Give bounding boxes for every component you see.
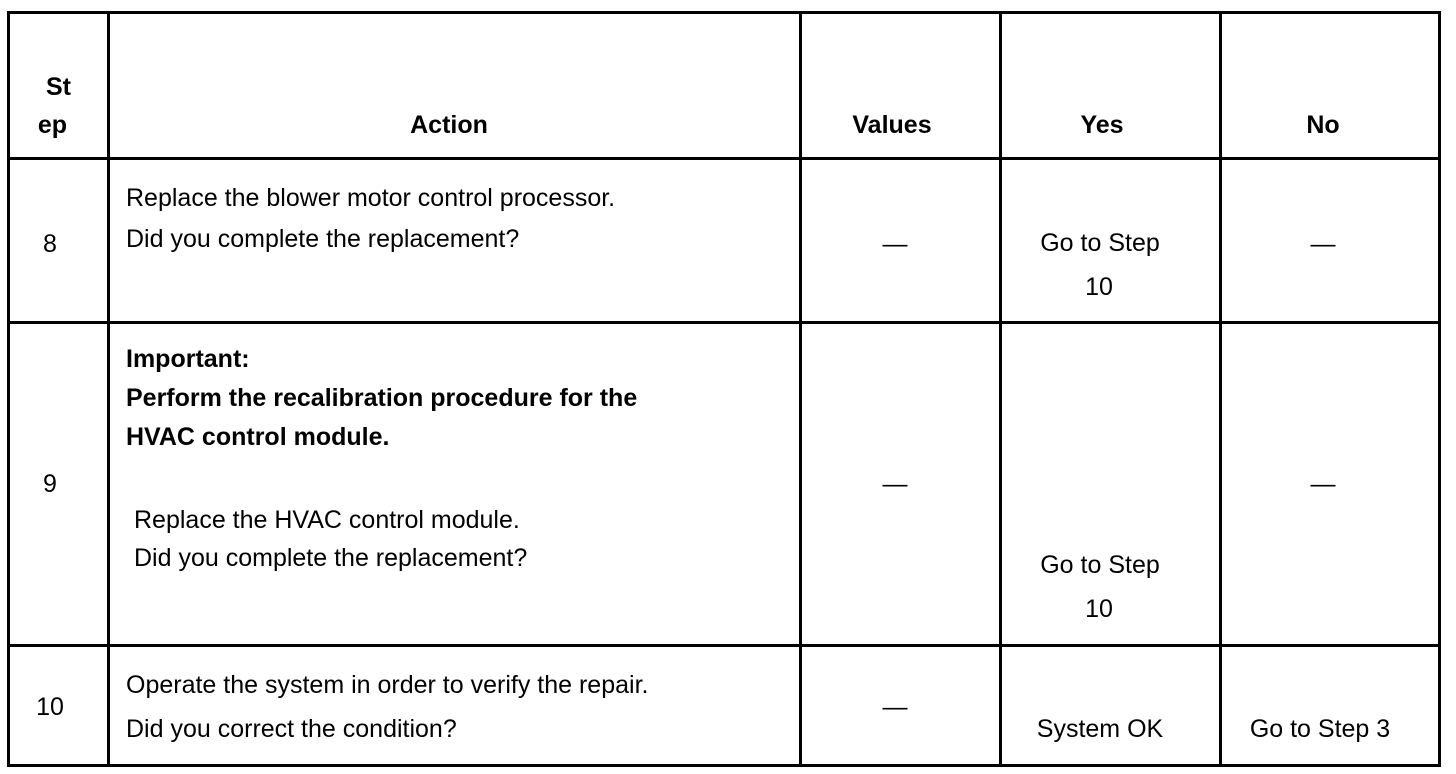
table-border-left <box>7 11 10 767</box>
row-9-bottom-rule <box>7 644 1441 647</box>
row-9-action-line1: Replace the HVAC control module. <box>134 506 520 534</box>
row-8-action-line1: Replace the blower motor control process… <box>126 184 616 212</box>
row-9-yes-line2: 10 <box>1085 595 1113 623</box>
header-step-line1: St <box>46 73 71 101</box>
header-no: No <box>1306 111 1340 139</box>
table-border-bottom <box>7 764 1441 767</box>
table-border-top <box>7 11 1441 14</box>
col-values-rule <box>999 11 1002 767</box>
row-10-step: 10 <box>36 693 64 721</box>
row-10-action-line2: Did you correct the condition? <box>126 715 457 743</box>
header-yes: Yes <box>1080 111 1124 139</box>
table-border-right <box>1438 11 1441 767</box>
row-10-no: Go to Step 3 <box>1249 715 1391 743</box>
row-9-important-line2: HVAC control module. <box>126 423 390 451</box>
row-9-action-line2: Did you complete the replacement? <box>134 544 528 572</box>
row-8-bottom-rule <box>7 321 1441 324</box>
col-action-rule <box>799 11 802 767</box>
row-8-yes-line1: Go to Step <box>1040 229 1160 257</box>
col-step-rule <box>107 11 110 767</box>
row-9-step: 9 <box>43 470 57 498</box>
row-9-yes-line1: Go to Step <box>1040 551 1160 579</box>
row-8-action-line2: Did you complete the replacement? <box>126 225 520 253</box>
row-10-yes: System OK <box>1036 715 1164 743</box>
row-9-important-line1: Perform the recalibration procedure for … <box>126 384 638 412</box>
header-bottom-rule <box>7 157 1441 160</box>
row-10-action-line1: Operate the system in order to verify th… <box>126 671 649 699</box>
row-8-values: — <box>882 230 908 258</box>
row-9-values: — <box>882 470 908 498</box>
row-9-no: — <box>1310 470 1336 498</box>
col-yes-rule <box>1219 11 1222 767</box>
row-8-yes-line2: 10 <box>1085 273 1113 301</box>
header-action: Action <box>410 111 488 139</box>
row-8-no: — <box>1310 230 1336 258</box>
row-10-values: — <box>882 693 908 721</box>
row-8-step: 8 <box>43 230 57 258</box>
header-step-line2: ep <box>37 111 68 139</box>
header-values: Values <box>852 111 932 139</box>
row-9-important-label: Important: <box>126 345 250 373</box>
